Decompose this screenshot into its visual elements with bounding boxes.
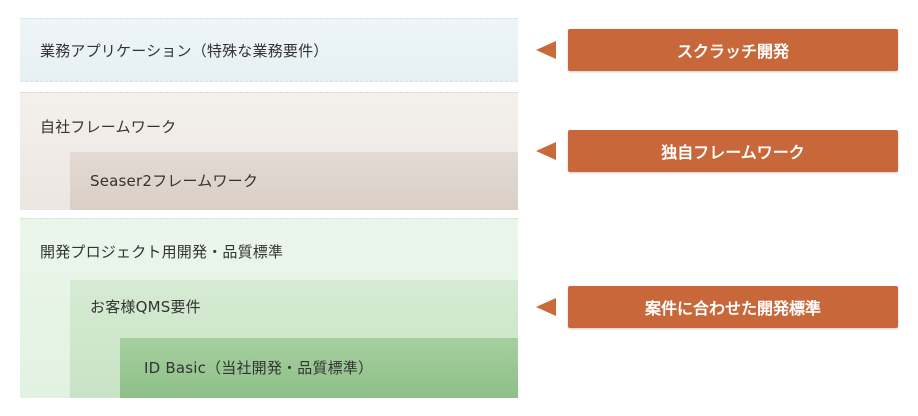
id-basic-label: ID Basic（当社開発・品質標準）	[144, 359, 374, 377]
matched-standards-callout: 案件に合わせた開発標準	[568, 286, 898, 328]
business-application-label: 業務アプリケーション（特殊な業務要件）	[40, 42, 329, 60]
left-arrow-icon	[536, 298, 556, 316]
seasar-framework-label: Seaser2フレームワーク	[90, 172, 259, 190]
scratch-development-callout: スクラッチ開発	[568, 29, 898, 71]
dev-standards-label: 開発プロジェクト用開発・品質標準	[40, 243, 284, 261]
in-house-framework-label: 自社フレームワーク	[40, 118, 177, 136]
customer-qms-label: お客様QMS要件	[90, 298, 201, 316]
left-arrow-icon	[536, 41, 556, 59]
left-arrow-icon	[536, 142, 556, 160]
id-basic-layer: ID Basic（当社開発・品質標準）	[120, 338, 518, 398]
original-framework-callout: 独自フレームワーク	[568, 130, 898, 172]
business-application-layer: 業務アプリケーション（特殊な業務要件）	[20, 18, 518, 82]
seasar-framework-layer: Seaser2フレームワーク	[70, 152, 518, 210]
